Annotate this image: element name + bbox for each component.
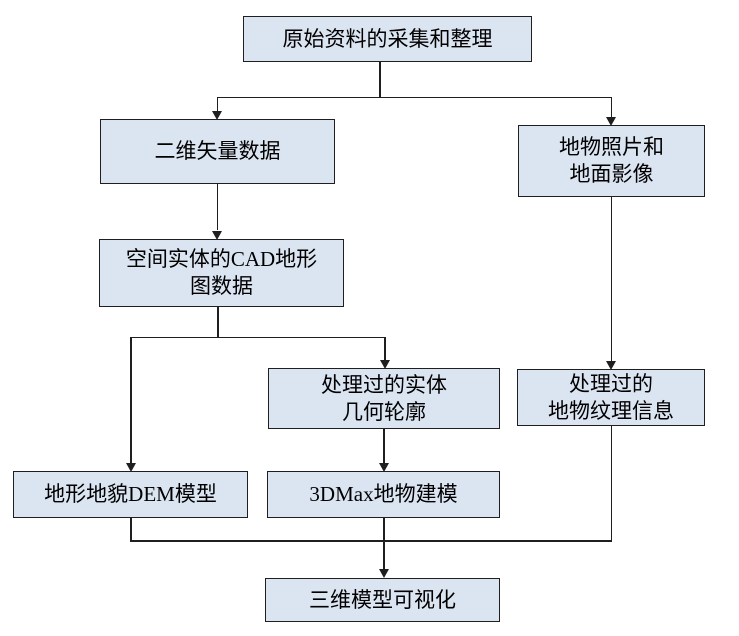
edge-root-photos bbox=[610, 96, 613, 117]
node-vector2d: 二维矢量数据 bbox=[100, 119, 335, 184]
edge-root-vector2d bbox=[216, 96, 219, 112]
edge-cad-split-bar bbox=[130, 336, 386, 338]
arrowhead-vector2d bbox=[212, 110, 222, 120]
edge-photos-texture bbox=[610, 197, 613, 361]
arrowhead-visualization bbox=[378, 568, 389, 578]
node-max3d: 3DMax地物建模 bbox=[267, 471, 500, 518]
arrowhead-geometry bbox=[379, 359, 390, 369]
node-texture: 处理过的 地物纹理信息 bbox=[517, 369, 705, 426]
edge-texture-merge bbox=[610, 426, 613, 542]
arrowhead-dem bbox=[125, 462, 136, 472]
node-cad: 空间实体的CAD地形 图数据 bbox=[99, 239, 344, 307]
edge-root-split-bar bbox=[216, 96, 613, 98]
edge-merge-visualization bbox=[383, 518, 385, 570]
arrowhead-photos bbox=[606, 116, 616, 126]
arrowhead-cad bbox=[212, 230, 222, 240]
edge-cad-dem bbox=[130, 336, 132, 463]
edge-dem-merge bbox=[130, 518, 132, 542]
edge-cad-stem bbox=[217, 307, 219, 338]
edge-cad-geometry bbox=[384, 336, 386, 360]
arrowhead-texture bbox=[606, 360, 616, 370]
node-root: 原始资料的采集和整理 bbox=[243, 16, 532, 62]
edge-root-stem bbox=[379, 62, 381, 98]
edge-geometry-max3d bbox=[383, 429, 385, 463]
node-visualization: 三维模型可视化 bbox=[265, 578, 500, 622]
node-geometry: 处理过的实体 几何轮廓 bbox=[268, 368, 500, 429]
edge-vector2d-cad bbox=[216, 184, 219, 230]
edge-merge-bar bbox=[130, 540, 613, 542]
node-dem: 地形地貌DEM模型 bbox=[13, 471, 248, 518]
arrowhead-max3d bbox=[378, 462, 389, 472]
node-photos: 地物照片和 地面影像 bbox=[518, 125, 705, 197]
